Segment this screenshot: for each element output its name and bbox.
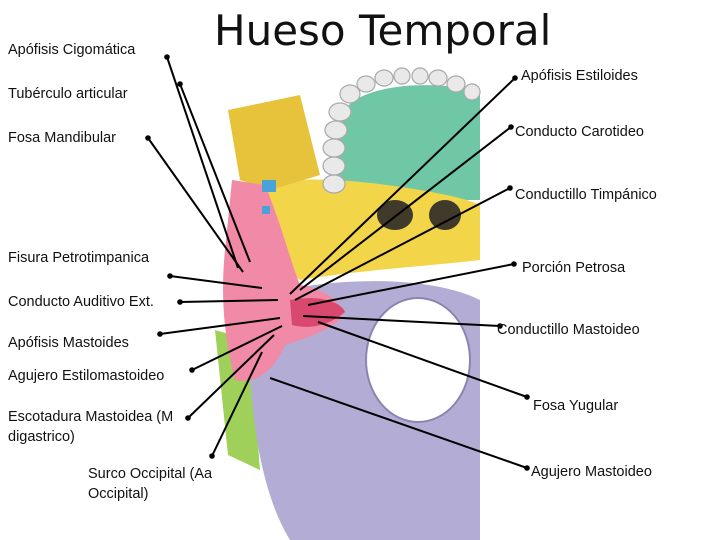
label-apofisis-cigomatica: Apófisis Cigomática	[8, 42, 136, 58]
label-tuberculo-articular: Tubérculo articular	[8, 86, 128, 102]
sphenoid-blue-mark-2	[262, 206, 270, 214]
label-apofisis-estiloides: Apófisis Estiloides	[521, 68, 638, 84]
label-porcion-petrosa: Porción Petrosa	[522, 260, 626, 276]
teeth-row	[322, 67, 481, 194]
foramen-magnum	[365, 297, 471, 423]
label-fosa-yugular: Fosa Yugular	[533, 398, 619, 414]
sphenoid-region	[265, 179, 480, 280]
label-fosa-mandibular: Fosa Mandibular	[8, 130, 116, 146]
palatine-region	[330, 85, 480, 200]
label-apofisis-mastoides: Apófisis Mastoides	[8, 335, 129, 351]
petrous-region	[290, 298, 345, 327]
sphenoid-blue-mark	[262, 180, 276, 192]
label-agujero-mastoideo: Agujero Mastoideo	[531, 464, 652, 480]
zygomatic-region	[228, 95, 320, 190]
label-fisura-petrotimpanica: Fisura Petrotimpanica	[8, 250, 150, 266]
label-conducto-auditivo-ext: Conducto Auditivo Ext.	[8, 294, 154, 310]
arrowheads	[145, 54, 530, 471]
leader-lines	[147, 56, 528, 469]
choana-right	[429, 200, 461, 230]
page-title: Hueso Temporal	[214, 6, 552, 55]
label-conducto-carotideo: Conducto Carotideo	[515, 124, 644, 140]
label-surco-occipital: Surco Occipital (Aa Occipital)	[88, 466, 213, 502]
label-agujero-estilomastoideo: Agujero Estilomastoideo	[8, 368, 165, 384]
temporal-region	[223, 180, 341, 381]
label-conductillo-timpanico: Conductillo Timpánico	[515, 187, 657, 203]
label-conductillo-mastoideo: Conductillo Mastoideo	[497, 322, 640, 338]
label-escotadura-mastoidea: Escotadura Mastoidea (M digastrico)	[8, 409, 174, 445]
